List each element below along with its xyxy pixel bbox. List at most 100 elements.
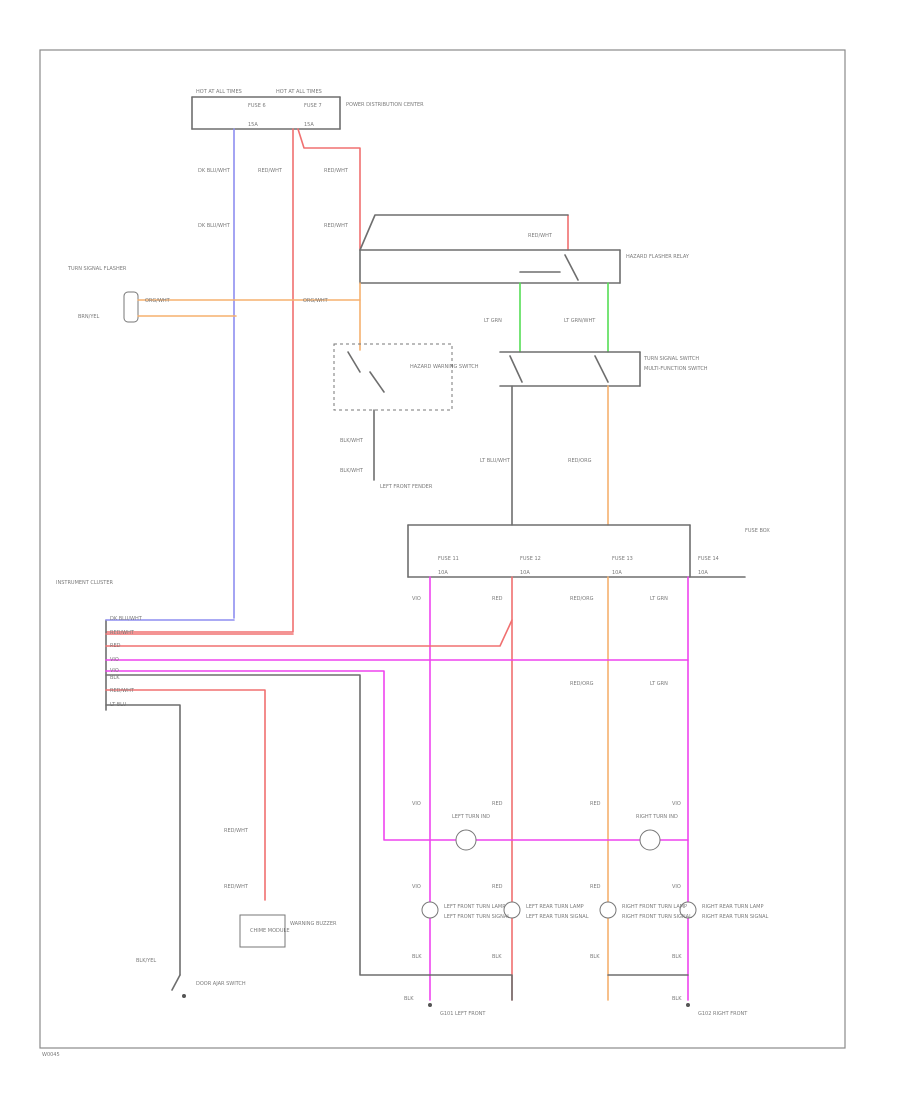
fuse-header-left: HOT AT ALL TIMES — [196, 89, 242, 95]
wire-label-lgrn-2: LT GRN/WHT — [564, 318, 596, 324]
page-id: W0045 — [42, 1052, 60, 1058]
red-wht-feed: RED/WHT RED/WHT RED/WHT RED/WHT — [105, 128, 569, 633]
wire-label-redorg-3: RED/ORG — [570, 681, 594, 687]
dk-blu-wire: DK BLU/WHT DK BLU/WHT — [198, 128, 235, 619]
fuse-14-label: FUSE 14 — [698, 556, 719, 562]
fuse-11-amp: 10A — [438, 570, 448, 576]
lamp-rf-label: RIGHT FRONT TURN LAMP — [622, 904, 687, 910]
cluster-row-7: RED/WHT — [110, 688, 135, 694]
wire-label-redwht-3: RED/WHT — [324, 223, 349, 229]
hazard-switch: HAZARD WARNING SWITCH BLK/WHT BLK/WHT LE… — [333, 343, 479, 490]
lamp-lr-label: LEFT REAR TURN LAMP — [526, 904, 584, 910]
top-fuse-box: HOT AT ALL TIMES HOT AT ALL TIMES FUSE 6… — [191, 89, 424, 130]
door-switch: BLK/YEL DOOR AJAR SWITCH — [136, 958, 246, 998]
turn-flasher-left: TURN SIGNAL FLASHER BRN/YEL ORG/WHT ORG/… — [67, 266, 361, 351]
wire-label-red-1: RED — [492, 596, 503, 602]
instrument-cluster: INSTRUMENT CLUSTER DK BLU/WHT RED/WHT RE… — [56, 580, 689, 976]
fuse-12-amp: 10A — [520, 570, 530, 576]
wire-label-orgwht-1: ORG/WHT — [145, 298, 171, 304]
cluster-row-6: BLK — [110, 675, 120, 681]
turn-lamps: LEFT FRONT TURN LAMP LEFT REAR TURN LAMP… — [421, 901, 769, 920]
ground-upper-label: LEFT FRONT FENDER — [380, 484, 433, 490]
wire-label-blk-2: BLK — [492, 954, 502, 960]
fuse-6-amp: 15A — [248, 122, 258, 128]
diagram-frame — [39, 49, 846, 1049]
multifunction-label: MULTI-FUNCTION SWITCH — [644, 366, 708, 372]
pdc-name: POWER DISTRIBUTION CENTER — [346, 102, 424, 108]
flasher-left-label: TURN SIGNAL FLASHER — [67, 266, 127, 272]
ground-right-label: G102 RIGHT FRONT — [698, 1011, 748, 1017]
bulb-rf-label: RIGHT FRONT TURN SIGNAL — [622, 914, 692, 920]
wire-label-blkyel: BLK/YEL — [136, 958, 156, 964]
wire-label-dkblu-1: DK BLU/WHT — [198, 168, 231, 174]
lamp-rr-label: RIGHT REAR TURN LAMP — [702, 904, 764, 910]
fuse-6-label: FUSE 6 — [248, 103, 266, 109]
wire-label-redwht-5: RED/WHT — [224, 828, 249, 834]
hazard-relay-label: HAZARD FLASHER RELAY — [626, 254, 690, 260]
flasher-block: HAZARD FLASHER RELAY — [359, 249, 690, 284]
wire-label-redorg: RED/ORG — [568, 458, 592, 464]
indicator-lamps: LEFT TURN IND RIGHT TURN IND — [452, 814, 678, 851]
wire-label-vio-5: VIO — [672, 884, 681, 890]
bulb-rr-label: RIGHT REAR TURN SIGNAL — [702, 914, 769, 920]
fuse-13-amp: 10A — [612, 570, 622, 576]
green-wires: LT GRN LT GRN/WHT — [484, 282, 609, 353]
wire-label-lgrn-4: LT GRN — [650, 681, 668, 687]
cluster-label: INSTRUMENT CLUSTER — [56, 580, 114, 586]
fuse-header-right: HOT AT ALL TIMES — [276, 89, 322, 95]
wire-label-blkwht-2: BLK/WHT — [340, 468, 364, 474]
wire-label-red-3: RED — [590, 801, 601, 807]
wire-label-redwht-4: RED/WHT — [528, 233, 553, 239]
cluster-row-8: LT BLU — [110, 702, 127, 708]
vertical-circuits: VIO RED RED/ORG LT GRN RED/ORG LT GRN VI… — [404, 576, 689, 1002]
fuse-13-label: FUSE 13 — [612, 556, 633, 562]
wire-label-blk-1: BLK — [412, 954, 422, 960]
wire-label-redwht-1: RED/WHT — [258, 168, 283, 174]
chime-label: CHIME MODULE — [250, 928, 290, 934]
fuse-12-label: FUSE 12 — [520, 556, 541, 562]
ground-left-label: G101 LEFT FRONT — [440, 1011, 486, 1017]
chime-module: RED/WHT RED/WHT CHIME MODULE WARNING BUZ… — [224, 828, 337, 948]
mid-fuse-box: FUSE BOX FUSE 11 FUSE 12 FUSE 13 FUSE 14… — [407, 524, 770, 578]
cluster-row-1: DK BLU/WHT — [110, 616, 143, 622]
mid-fuse-box-label: FUSE BOX — [745, 528, 770, 534]
bulb-lr-label: LEFT REAR TURN SIGNAL — [526, 914, 589, 920]
wire-label-blkwht-1: BLK/WHT — [340, 438, 364, 444]
fuse-11-label: FUSE 11 — [438, 556, 459, 562]
fuse-7-amp: 15A — [304, 122, 314, 128]
wire-label-blk-5: BLK — [404, 996, 414, 1002]
wire-label-redorg-2: RED/ORG — [570, 596, 594, 602]
lamp-lf-label: LEFT FRONT TURN LAMP — [444, 904, 505, 910]
wire-label-red-4: RED — [492, 884, 503, 890]
turn-signal-switch: TURN SIGNAL SWITCH MULTI-FUNCTION SWITCH… — [480, 351, 708, 526]
wire-label-ltblu: LT BLU/WHT — [480, 458, 511, 464]
ground-bus: G101 LEFT FRONT G102 RIGHT FRONT — [428, 974, 748, 1017]
wire-label-vio-1: VIO — [412, 596, 421, 602]
wire-label-blk-3: BLK — [590, 954, 600, 960]
wire-label-vio-2: VIO — [412, 801, 421, 807]
cluster-row-2: RED/WHT — [110, 630, 135, 636]
wire-label-red-2: RED — [492, 801, 503, 807]
cluster-row-5: VIO — [110, 668, 119, 674]
door-switch-label: DOOR AJAR SWITCH — [196, 981, 246, 987]
warning-buzzer-label: WARNING BUZZER — [290, 921, 337, 927]
wire-label-blk-4: BLK — [672, 954, 682, 960]
wire-label-red-5: RED — [590, 884, 601, 890]
ind-right-label: RIGHT TURN IND — [636, 814, 678, 820]
wire-label-redwht-6: RED/WHT — [224, 884, 249, 890]
wire-label-redwht-2: RED/WHT — [324, 168, 349, 174]
wire-label-orgwht-2: ORG/WHT — [303, 298, 329, 304]
wire-label-vio-3: VIO — [672, 801, 681, 807]
ind-left-label: LEFT TURN IND — [452, 814, 490, 820]
wire-label-dkblu-2: DK BLU/WHT — [198, 223, 231, 229]
wire-label-lgrn-1: LT GRN — [484, 318, 502, 324]
fuse-14-amp: 10A — [698, 570, 708, 576]
turn-switch-label: TURN SIGNAL SWITCH — [643, 356, 699, 362]
bulb-lf-label: LEFT FRONT TURN SIGNAL — [444, 914, 510, 920]
wire-label-vio-4: VIO — [412, 884, 421, 890]
cluster-row-4: VIO — [110, 657, 119, 663]
hazard-switch-label: HAZARD WARNING SWITCH — [410, 364, 479, 370]
flasher-left-pin: BRN/YEL — [78, 314, 100, 320]
wire-label-blk-6: BLK — [672, 996, 682, 1002]
